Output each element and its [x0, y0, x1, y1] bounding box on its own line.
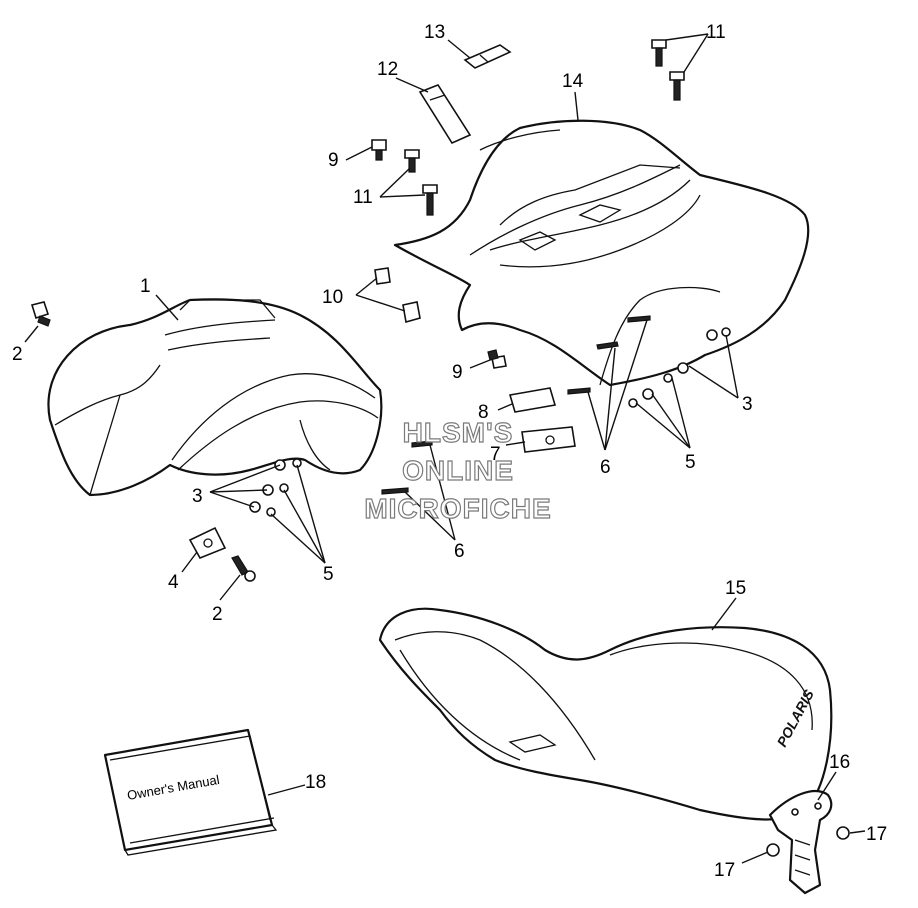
callout-15: 15	[725, 578, 746, 599]
bolt-2	[30, 301, 256, 582]
screw-9-mid	[487, 349, 507, 369]
callout-6: 6	[600, 457, 611, 478]
bolt-11-top	[651, 39, 685, 101]
callout-2: 2	[212, 604, 223, 625]
callout-11: 11	[353, 187, 373, 208]
callout-5: 5	[685, 452, 696, 473]
bolt-11-mid	[404, 149, 438, 216]
screw-6	[381, 315, 651, 495]
watermark-line-1: HLSM'S	[403, 417, 514, 448]
callout-11: 11	[706, 22, 726, 43]
clip-10	[374, 267, 421, 324]
callout-6: 6	[454, 541, 465, 562]
callout-9: 9	[452, 362, 463, 383]
callout-17: 17	[714, 860, 735, 881]
callout-13: 13	[424, 22, 445, 43]
watermark-line-2: ONLINE	[402, 455, 514, 486]
callout-3: 3	[192, 486, 203, 507]
callout-18: 18	[305, 772, 326, 793]
plate-7	[521, 426, 576, 453]
plate-8	[508, 387, 557, 413]
callout-17: 17	[866, 824, 887, 845]
callout-3: 3	[742, 394, 753, 415]
front-fender	[47, 298, 383, 497]
callouts: 1 2 2 3 3 4 5 5 6 6 7 8 9 9 10 11 11 12 …	[12, 22, 887, 881]
seat	[378, 607, 833, 821]
callout-8: 8	[478, 402, 489, 423]
rear-fender	[393, 119, 810, 387]
owners-manual	[103, 728, 278, 856]
nut-17	[766, 826, 850, 857]
screw-9-top	[371, 139, 387, 161]
nuts-washers	[249, 327, 731, 517]
callout-9: 9	[328, 150, 339, 171]
callout-12: 12	[377, 59, 398, 80]
callout-2: 2	[12, 344, 23, 365]
bracket-12	[418, 84, 472, 145]
callout-10: 10	[322, 287, 343, 308]
callout-5: 5	[323, 564, 334, 585]
watermark: HLSM'S ONLINE MICROFICHE	[364, 416, 552, 524]
leader-lines	[24, 33, 866, 864]
seat-latch	[768, 790, 833, 895]
callout-14: 14	[562, 71, 584, 92]
callout-16: 16	[829, 752, 850, 773]
callout-4: 4	[168, 572, 179, 593]
callout-1: 1	[140, 276, 151, 297]
callout-7: 7	[490, 444, 501, 465]
clip-13	[463, 44, 512, 69]
watermark-line-3: MICROFICHE	[364, 493, 551, 524]
